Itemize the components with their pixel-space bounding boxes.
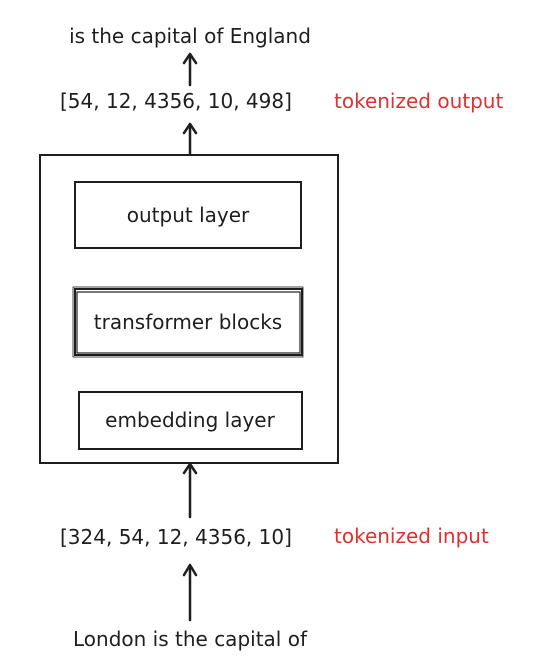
tokenized-output-annotation: tokenized output xyxy=(334,89,504,113)
arrow-to-output-text xyxy=(182,52,198,87)
arrow-to-input-tokens xyxy=(182,563,198,622)
output-layer-box xyxy=(74,181,302,249)
output-tokens: [54, 12, 4356, 10, 498] xyxy=(60,89,292,113)
model-container xyxy=(39,154,339,464)
embedding-layer-label: embedding layer xyxy=(105,408,275,432)
arrow-to-output-tokens xyxy=(182,122,198,156)
tokenized-input-annotation: tokenized input xyxy=(334,524,489,548)
input-text: London is the capital of xyxy=(73,627,307,651)
transformer-blocks-label: transformer blocks xyxy=(93,310,283,334)
input-tokens: [324, 54, 12, 4356, 10] xyxy=(60,525,292,549)
embedding-layer-box xyxy=(78,391,303,450)
output-text: is the capital of England xyxy=(69,24,311,48)
arrow-to-model xyxy=(182,462,198,519)
transformer-blocks-box xyxy=(72,286,304,358)
output-layer-label: output layer xyxy=(126,203,250,227)
